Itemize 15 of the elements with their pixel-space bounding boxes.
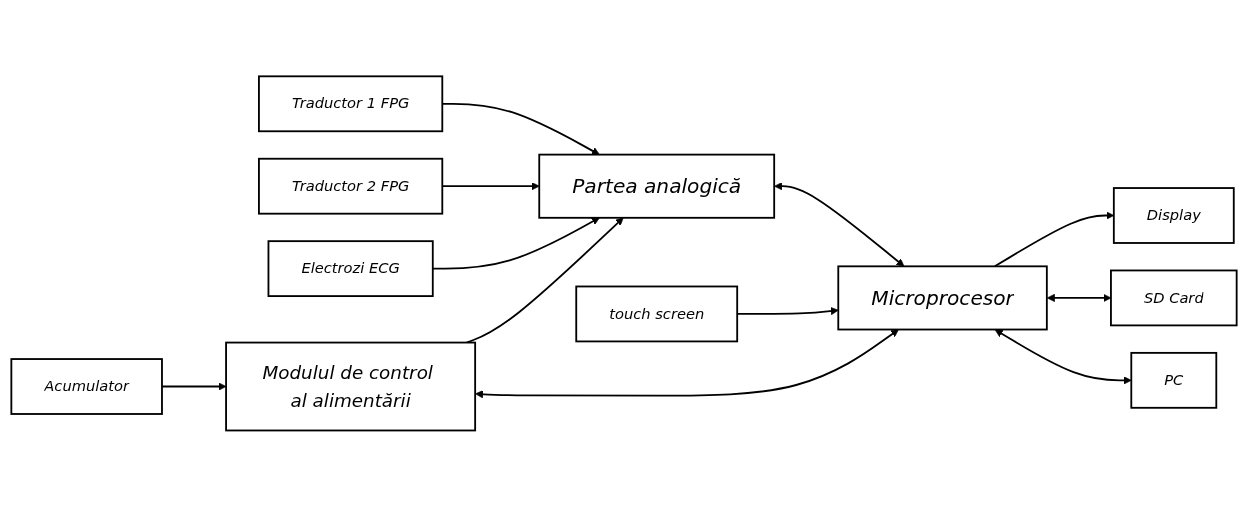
node-box: Acumulator: [10, 357, 163, 415]
node-box: Partea analogică: [538, 153, 776, 219]
node-box: touch screen: [575, 285, 739, 342]
node-box: PC: [1130, 351, 1218, 409]
arrow: [161, 382, 227, 391]
node-box: Traductor 2 FPG: [258, 157, 444, 215]
node-box: Traductor 1 FPG: [258, 75, 444, 132]
node-box: Display: [1112, 186, 1235, 244]
arrow: [774, 181, 905, 267]
arrow: [994, 328, 1132, 384]
arrow: [465, 217, 624, 344]
node-box: Electrozi ECG: [267, 239, 434, 297]
node-box: SD Card: [1110, 269, 1238, 326]
arrow: [475, 328, 899, 398]
node-box: Modulul de control al alimentării: [225, 341, 477, 431]
